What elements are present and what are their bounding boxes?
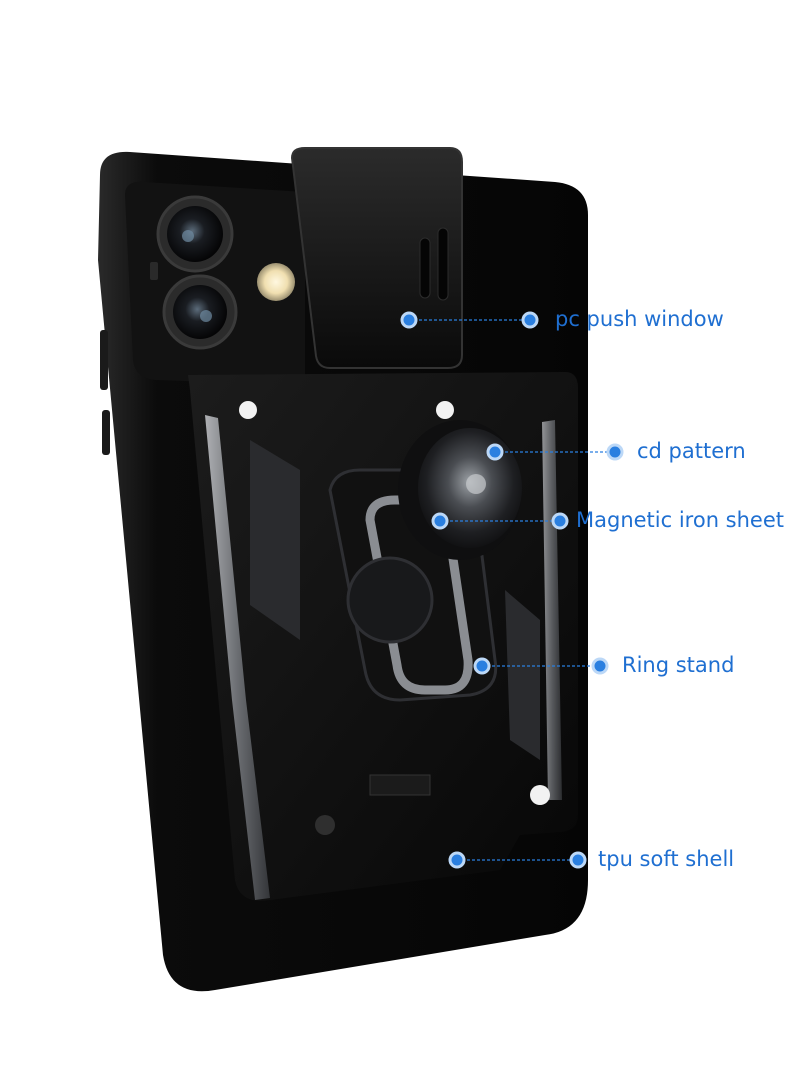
callout-dots	[400, 311, 624, 869]
callout-dot-icon	[448, 851, 466, 869]
screw-icon	[436, 401, 454, 419]
callout-dot-icon	[486, 443, 504, 461]
screw-icon	[530, 785, 550, 805]
camera-module	[150, 195, 295, 350]
ring-stand	[328, 420, 522, 702]
flash-icon	[257, 263, 295, 301]
callout-dot-icon	[551, 512, 569, 530]
callout-label-tpu-soft-shell: tpu soft shell	[598, 847, 735, 871]
callout-dot-icon	[591, 657, 609, 675]
screw-icon	[315, 815, 335, 835]
callout-label-cd-pattern: cd pattern	[637, 439, 746, 463]
callout-label-ring-stand: Ring stand	[622, 653, 735, 677]
callout-dot-icon	[431, 512, 449, 530]
callout-lines	[409, 319, 615, 861]
side-button	[100, 330, 108, 390]
callout-dot-icon	[400, 311, 418, 329]
callout-dot-icon	[569, 851, 587, 869]
callout-dot-icon	[521, 311, 539, 329]
callout-dot-icon	[473, 657, 491, 675]
camera-slider	[290, 147, 463, 369]
callout-label-magnetic-iron-sheet: Magnetic iron sheet	[576, 508, 785, 532]
side-button	[102, 410, 110, 455]
callout-dot-icon	[606, 443, 624, 461]
callout-label-pc-push-window: pc push window	[555, 307, 724, 331]
screw-icon	[239, 401, 257, 419]
